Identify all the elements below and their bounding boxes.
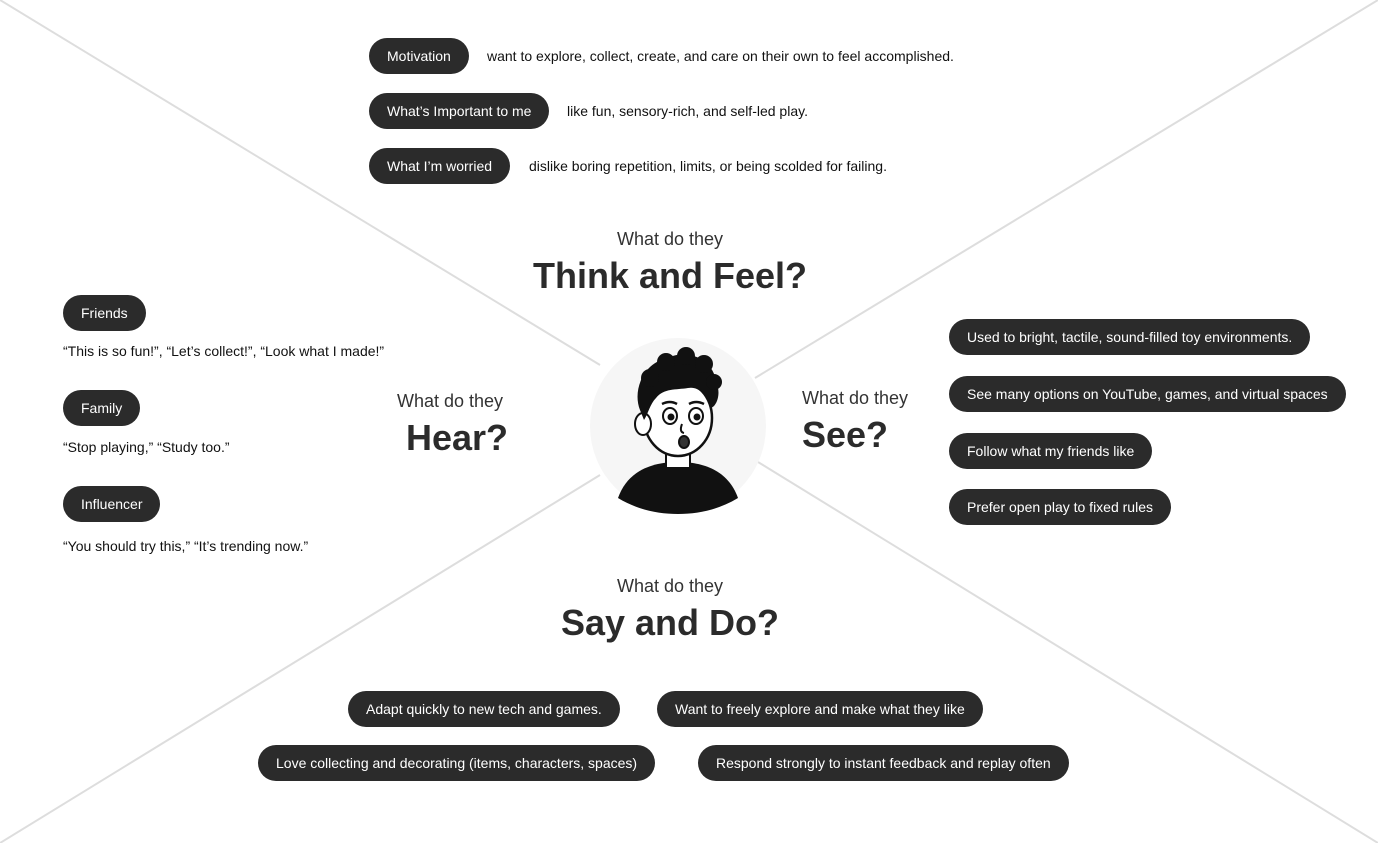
think-text-important: like fun, sensory-rich, and self-led pla… xyxy=(567,103,808,119)
say-do-item-2: Want to freely explore and make what the… xyxy=(657,691,983,727)
say-do-item-1: Adapt quickly to new tech and games. xyxy=(348,691,620,727)
see-item-2: See many options on YouTube, games, and … xyxy=(949,376,1346,412)
think-title: Think and Feel? xyxy=(533,255,807,297)
hear-subtitle: What do they xyxy=(397,391,503,412)
say-do-subtitle: What do they xyxy=(617,576,723,597)
see-item-1: Used to bright, tactile, sound-filled to… xyxy=(949,319,1310,355)
say-do-title: Say and Do? xyxy=(561,602,779,644)
hear-quote-friends: “This is so fun!”, “Let’s collect!”, “Lo… xyxy=(63,343,384,359)
think-tag-important: What’s Important to me xyxy=(369,93,549,129)
see-item-4: Prefer open play to fixed rules xyxy=(949,489,1171,525)
say-do-item-4: Respond strongly to instant feedback and… xyxy=(698,745,1069,781)
hear-title: Hear? xyxy=(406,417,508,459)
divider-line-bottom-left xyxy=(0,475,600,843)
hear-quote-influencer: “You should try this,” “It’s trending no… xyxy=(63,538,308,554)
child-avatar-illustration xyxy=(588,338,768,518)
say-do-item-3: Love collecting and decorating (items, c… xyxy=(258,745,655,781)
think-tag-motivation: Motivation xyxy=(369,38,469,74)
see-title: See? xyxy=(802,414,888,456)
hear-tag-influencer: Influencer xyxy=(63,486,160,522)
hear-tag-friends: Friends xyxy=(63,295,146,331)
hear-quote-family: “Stop playing,” “Study too.” xyxy=(63,439,230,455)
think-text-motivation: want to explore, collect, create, and ca… xyxy=(487,48,954,64)
think-subtitle: What do they xyxy=(617,229,723,250)
see-subtitle: What do they xyxy=(802,388,908,409)
think-text-worried: dislike boring repetition, limits, or be… xyxy=(529,158,887,174)
see-item-3: Follow what my friends like xyxy=(949,433,1152,469)
think-tag-worried: What I’m worried xyxy=(369,148,510,184)
hear-tag-family: Family xyxy=(63,390,140,426)
